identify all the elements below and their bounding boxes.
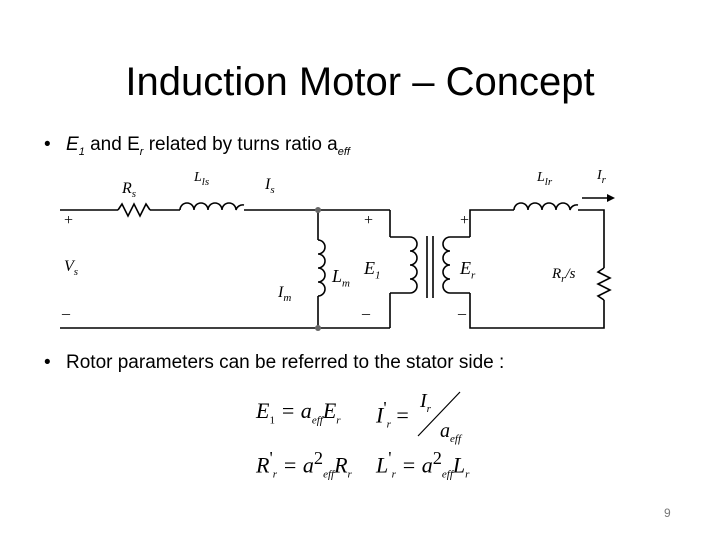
bullet-dot: • — [44, 352, 51, 373]
bullet-rotor-text: Rotor parameters can be referred to the … — [66, 352, 505, 373]
e1-symbol: E — [66, 134, 79, 155]
inductor-lm — [317, 239, 326, 297]
label-rr-over-s: Rr/s — [552, 266, 576, 285]
label-er: Er — [460, 258, 476, 282]
label-e1: E1 — [364, 258, 381, 282]
wire-llr-right — [578, 209, 605, 268]
resistor-rs — [117, 202, 151, 218]
label-is: Is — [265, 176, 275, 197]
transformer-secondary — [442, 236, 451, 294]
node-dot-bottom — [315, 325, 321, 331]
bullet-text-ratio: related by turns ratio a — [143, 134, 338, 155]
bullet-dot: • — [44, 134, 51, 155]
label-lls: Lls — [194, 170, 210, 188]
aeff-subscript: eff — [337, 145, 350, 158]
inductor-lls — [179, 202, 245, 211]
equation-ir-numerator: Ir — [420, 390, 431, 415]
equation-ir-denominator: aeff — [440, 420, 461, 445]
transformer-primary — [409, 236, 418, 294]
equation-e1: E1 = aeffEr — [256, 398, 341, 427]
resistor-rr-s — [596, 267, 612, 301]
page-number: 9 — [664, 506, 671, 520]
node-dot — [315, 207, 321, 213]
label-ir: Ir — [597, 168, 606, 186]
bullet-text-and: and E — [84, 134, 140, 155]
minus-vs: _ — [62, 300, 70, 317]
label-rs: Rs — [122, 180, 137, 201]
plus-er: + — [460, 212, 470, 229]
minus-er: _ — [458, 300, 466, 317]
e1-subscript: 1 — [78, 145, 85, 158]
equation-ir-prime: I'r = — [376, 398, 409, 431]
equation-lr-prime: L'r = a2effLr — [376, 448, 470, 481]
label-im: Im — [278, 284, 292, 305]
label-llr: Llr — [537, 170, 553, 188]
minus-e1: _ — [362, 300, 370, 317]
bullet-rotor-params: • Rotor parameters can be referred to the… — [44, 352, 504, 374]
slide-title: Induction Motor – Concept — [125, 60, 595, 104]
bullet-turns-ratio: • E1 and Er related by turns ratio aeff — [44, 134, 350, 158]
er-subscript: r — [139, 145, 144, 158]
label-lm: Lm — [332, 266, 350, 290]
wire-secondary-top — [469, 209, 514, 237]
equation-rr-prime: R'r = a2effRr — [256, 448, 352, 481]
plus-vs: + — [64, 212, 74, 229]
label-vs: Vs — [64, 258, 79, 279]
arrow-ir-head — [607, 194, 615, 202]
wire-rotor-bottom — [469, 293, 605, 329]
inductor-llr — [513, 202, 579, 211]
plus-e1: + — [364, 212, 374, 229]
